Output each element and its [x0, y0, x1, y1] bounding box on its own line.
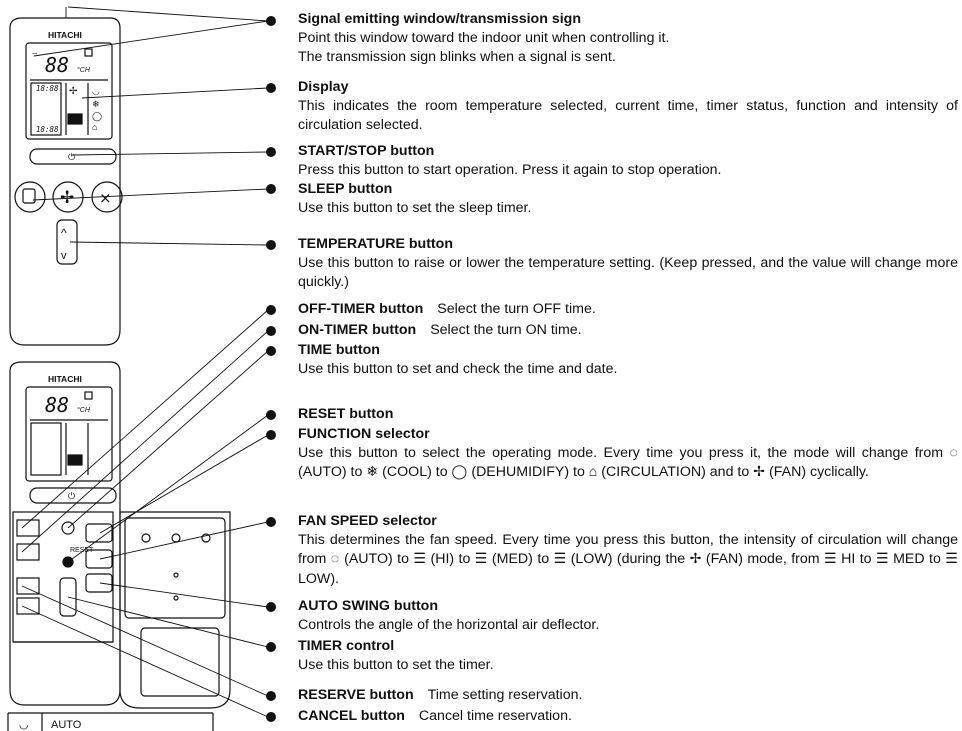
lcd-clock-top: 18:88 — [36, 84, 59, 93]
svg-text:^: ^ — [61, 226, 67, 240]
entry-heading: FUNCTION selector — [298, 426, 430, 442]
entry-heading: OFF-TIMER button — [298, 301, 424, 317]
lcd-unit-2: °CH — [77, 406, 91, 414]
entry-heading: Display — [298, 79, 349, 95]
fan-speed-icon: ✢ — [60, 188, 74, 207]
fan-icon: ✢ — [69, 86, 77, 97]
entry-reset: RESET button — [298, 405, 958, 424]
lcd-temperature: 88 — [45, 53, 69, 77]
remote-top: HITACHI ⌔ 88 °CH 18:88 18:88 ✢ ◡ ❄ ◯ ⌂ ⏻ — [9, 17, 123, 346]
entry-heading: TIMER control — [298, 638, 395, 654]
entry-fan-speed: FAN SPEED selector This determines the f… — [298, 513, 958, 587]
lcd-unit: °CH — [77, 66, 91, 74]
entry-signal-window: Signal emitting window/transmission sign… — [298, 10, 958, 68]
lcd-temperature-2: 88 — [45, 393, 69, 417]
svg-text:v: v — [61, 250, 67, 262]
entry-heading: SLEEP button — [298, 181, 393, 197]
auto-icon: ◡ — [92, 86, 100, 96]
entry-temperature: TEMPERATURE button Use this button to ra… — [298, 236, 958, 291]
brand-logo: HITACHI — [48, 30, 82, 40]
start-stop-icon: ⏻ — [68, 152, 75, 162]
entry-sleep: SLEEP button Use this button to set the … — [298, 180, 958, 218]
entry-auto-swing: AUTO SWING button Controls the angle of … — [298, 597, 958, 635]
legend-auto-icon: ◡ — [19, 719, 29, 731]
legend-auto-label: AUTO — [51, 719, 82, 731]
entry-heading: AUTO SWING button — [298, 598, 439, 614]
bullets — [266, 16, 276, 722]
entry-heading: RESET button — [298, 406, 394, 422]
legend-table: ◡ AUTO — [7, 712, 214, 731]
entry-heading: FAN SPEED selector — [298, 513, 437, 529]
entry-heading: CANCEL button — [298, 708, 405, 724]
entry-time: TIME button Use this button to set and c… — [298, 341, 958, 379]
entry-heading: RESERVE button — [298, 687, 414, 703]
entry-start-stop: START/STOP button Press this button to s… — [298, 142, 958, 180]
brand-logo-2: HITACHI — [48, 374, 82, 384]
remote-bottom: HITACHI 88 °CH ⏻ RESET — [9, 361, 231, 709]
cool-icon: ❄ — [92, 99, 100, 109]
entry-display: Display This indicates the room temperat… — [298, 79, 958, 134]
reset-label: RESET — [70, 547, 94, 554]
entry-heading: Signal emitting window/transmission sign — [298, 11, 581, 27]
entry-heading: ON-TIMER button — [298, 322, 417, 338]
circulation-icon: ⌂ — [92, 122, 97, 132]
entry-heading: TEMPERATURE button — [298, 236, 453, 252]
entry-timer-control: TIMER control Use this button to set the… — [298, 637, 958, 675]
svg-text:⏻: ⏻ — [68, 491, 75, 501]
lcd-clock-bottom: 18:88 — [36, 125, 59, 134]
entry-heading: START/STOP button — [298, 143, 435, 159]
swing-icon: ⨯ — [99, 190, 112, 207]
entry-heading: TIME button — [298, 342, 380, 358]
dehumidify-icon: ◯ — [92, 111, 102, 122]
leader-lines — [21, 6, 269, 718]
entry-function: FUNCTION selector Use this button to sel… — [298, 426, 958, 481]
